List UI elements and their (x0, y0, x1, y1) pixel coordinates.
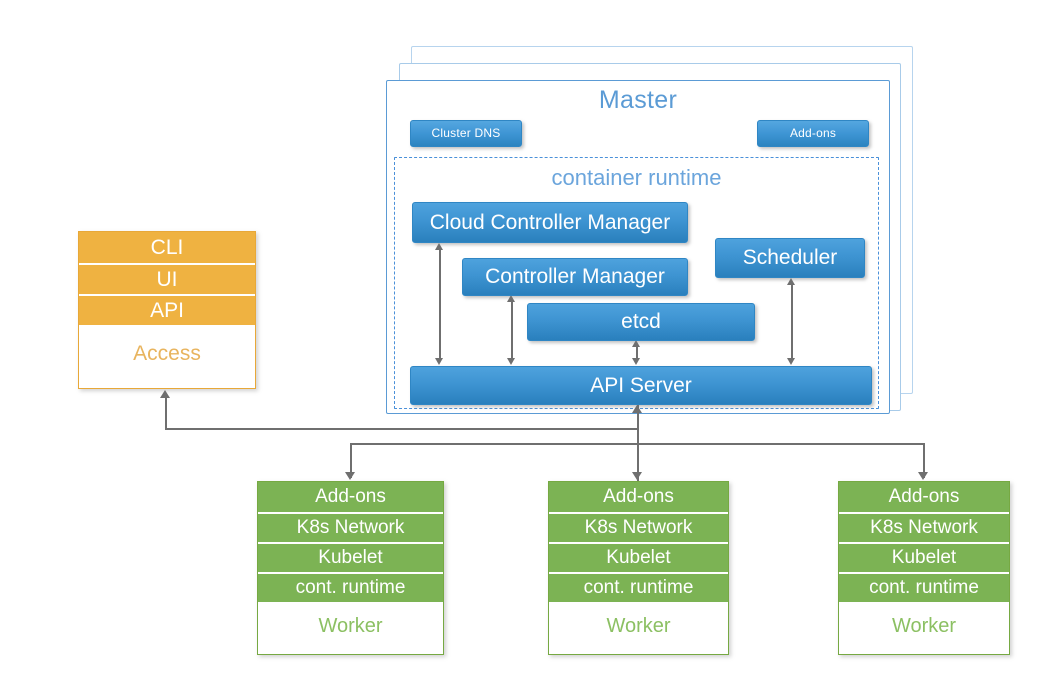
worker-3-band-cont-runtime[interactable]: cont. runtime (839, 572, 1009, 602)
worker-1-band-addons[interactable]: Add-ons (258, 482, 443, 512)
access-band-api[interactable]: API (79, 294, 255, 325)
worker-3-band-k8s-network[interactable]: K8s Network (839, 512, 1009, 542)
arrowhead-scheduler-down (787, 358, 795, 365)
worker-2-band-kubelet[interactable]: Kubelet (549, 542, 728, 572)
worker-node-2[interactable]: Add-ons K8s Network Kubelet cont. runtim… (548, 481, 729, 655)
cluster-dns-box[interactable]: Cluster DNS (410, 120, 522, 147)
worker-2-footer-label: Worker (549, 602, 728, 650)
master-title: Master (598, 86, 678, 114)
worker-node-3[interactable]: Add-ons K8s Network Kubelet cont. runtim… (838, 481, 1010, 655)
arrowhead-worker-3 (918, 472, 928, 480)
etcd-box[interactable]: etcd (527, 303, 755, 341)
connector-etcd-apiserver (636, 347, 638, 360)
access-panel[interactable]: CLI UI API Access (78, 231, 256, 389)
master-addons-box[interactable]: Add-ons (757, 120, 869, 147)
arrowhead-cm-down (507, 358, 515, 365)
controller-manager-box[interactable]: Controller Manager (462, 258, 688, 296)
arrowhead-apiserver-trunk-up (632, 405, 642, 413)
access-band-ui[interactable]: UI (79, 263, 255, 294)
connector-scheduler-apiserver (791, 285, 793, 360)
worker-2-band-cont-runtime[interactable]: cont. runtime (549, 572, 728, 602)
arrowhead-access-up (160, 390, 170, 398)
worker-2-band-addons[interactable]: Add-ons (549, 482, 728, 512)
worker-3-band-kubelet[interactable]: Kubelet (839, 542, 1009, 572)
connector-access-vertical (165, 396, 167, 429)
arrowhead-etcd-up (632, 340, 640, 347)
worker-node-1[interactable]: Add-ons K8s Network Kubelet cont. runtim… (257, 481, 444, 655)
arrowhead-ccm-up (435, 243, 443, 250)
arrowhead-etcd-down (632, 358, 640, 365)
worker-1-footer-label: Worker (258, 602, 443, 650)
access-band-cli[interactable]: CLI (79, 232, 255, 263)
connector-ccm-apiserver (439, 250, 441, 360)
worker-3-footer-label: Worker (839, 602, 1009, 650)
connector-worker-2-drop (637, 443, 639, 478)
container-runtime-title: container runtime (551, 165, 722, 190)
scheduler-box[interactable]: Scheduler (715, 238, 865, 278)
arrowhead-scheduler-up (787, 278, 795, 285)
arrowhead-worker-2 (632, 472, 642, 480)
arrowhead-worker-1 (345, 472, 355, 480)
cloud-controller-manager-box[interactable]: Cloud Controller Manager (412, 202, 688, 243)
connector-cm-apiserver (511, 302, 513, 360)
arrowhead-cm-up (507, 295, 515, 302)
worker-1-band-kubelet[interactable]: Kubelet (258, 542, 443, 572)
api-server-box[interactable]: API Server (410, 366, 872, 405)
access-footer-label: Access (79, 325, 255, 382)
connector-access-horizontal (165, 428, 638, 430)
worker-2-band-k8s-network[interactable]: K8s Network (549, 512, 728, 542)
connector-worker-3-drop (923, 443, 925, 478)
connector-worker-1-drop (350, 443, 352, 478)
worker-1-band-cont-runtime[interactable]: cont. runtime (258, 572, 443, 602)
worker-1-band-k8s-network[interactable]: K8s Network (258, 512, 443, 542)
arrowhead-ccm-down (435, 358, 443, 365)
worker-3-band-addons[interactable]: Add-ons (839, 482, 1009, 512)
